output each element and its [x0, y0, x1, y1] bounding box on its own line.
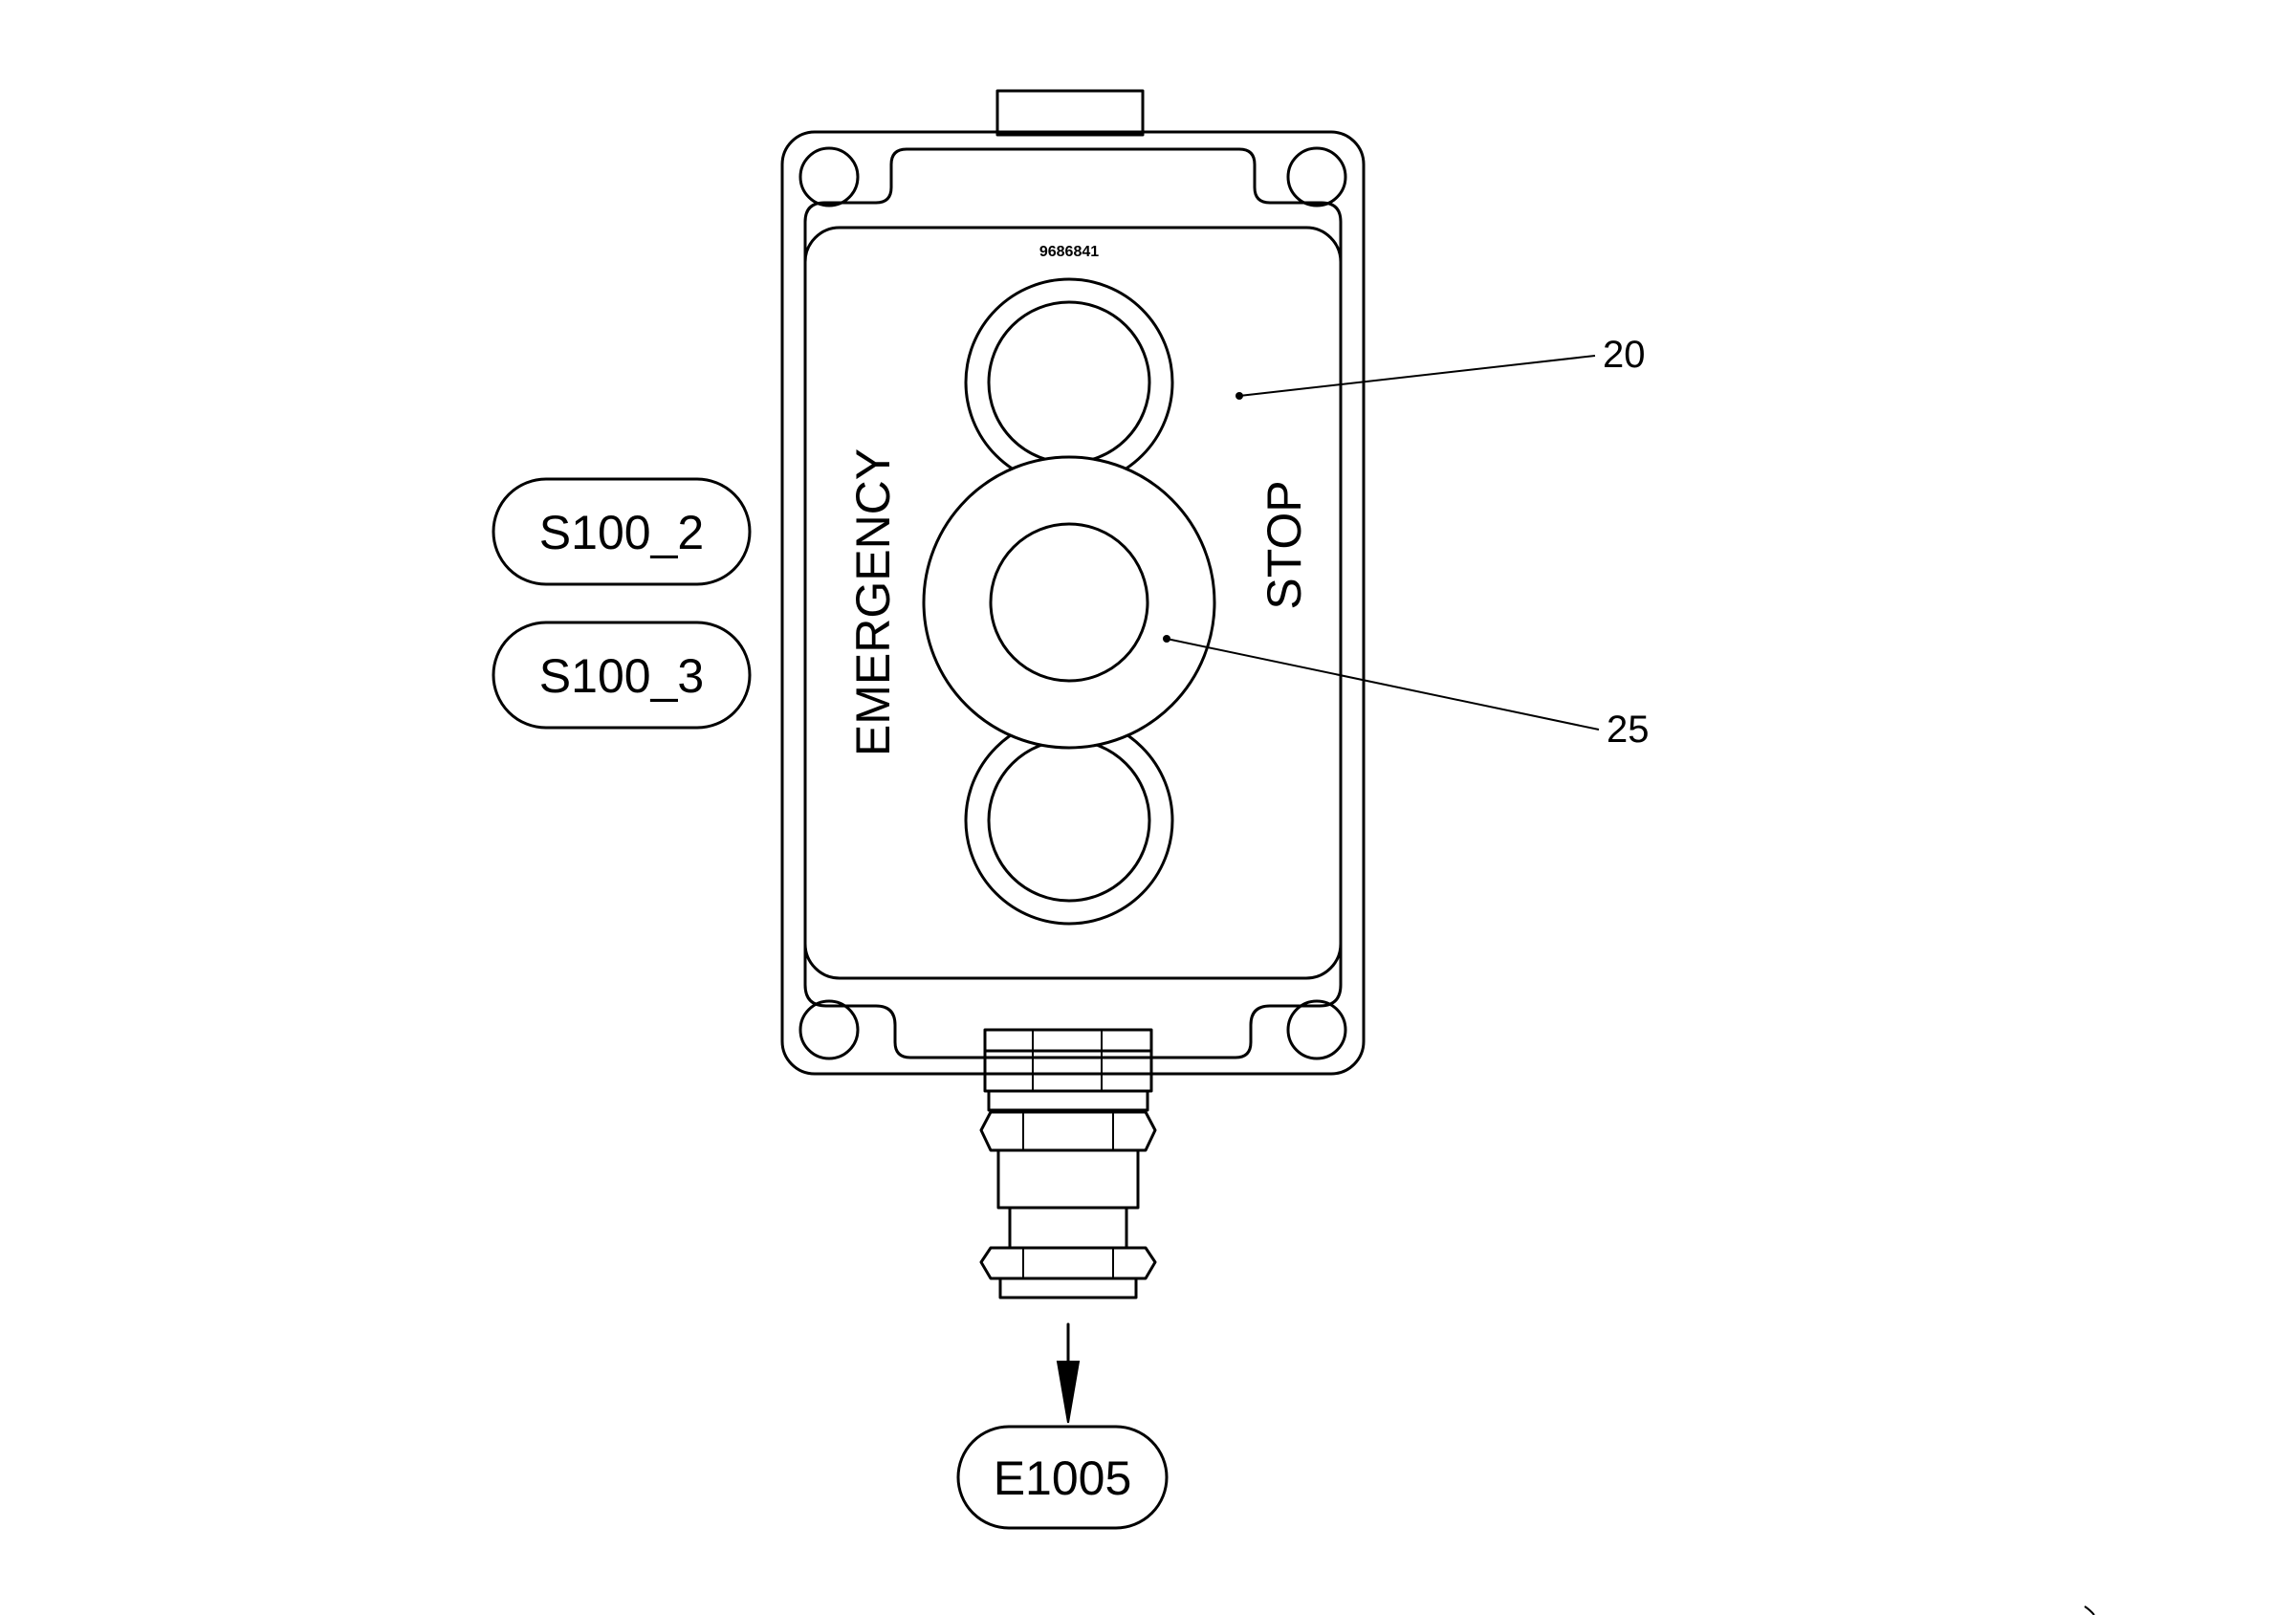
- wire-tag-s100-2-label: S100_2: [539, 506, 704, 559]
- top-button-ring: [964, 277, 1174, 488]
- cable-destination-tag: [956, 1425, 1169, 1530]
- part-number: 9686841: [1039, 244, 1099, 260]
- gland-neck: [1008, 1206, 1128, 1250]
- top-connector-tab: [995, 89, 1145, 137]
- gland-base-plate: [983, 1028, 1153, 1053]
- corner-mark: [2084, 1605, 2095, 1615]
- mounting-hole-top-left: [798, 146, 860, 207]
- wire-tag-s100-2: [492, 477, 752, 586]
- top-button-face: [987, 300, 1151, 465]
- callout-20: 20: [1603, 334, 1646, 376]
- gland-hex-nut-lower: [979, 1246, 1157, 1280]
- callout-25: 25: [1607, 709, 1650, 751]
- leader-line-20: [1238, 355, 1596, 397]
- gland-thread-ring: [987, 1089, 1149, 1112]
- stop-label: STOP: [1257, 480, 1311, 609]
- cable-arrow-head: [1056, 1361, 1081, 1424]
- emergency-label: EMERGENCY: [846, 448, 900, 756]
- mounting-hole-top-right: [1286, 146, 1347, 207]
- mounting-hole-bottom-left: [798, 999, 860, 1060]
- cable-destination-label: E1005: [994, 1451, 1132, 1505]
- emergency-button-ring: [922, 455, 1216, 750]
- label-plate: [803, 226, 1343, 980]
- emergency-button-face: [989, 522, 1149, 683]
- housing-outer: [780, 130, 1366, 1076]
- leader-line-25: [1166, 638, 1600, 731]
- wire-tag-s100-3-label: S100_3: [539, 649, 704, 703]
- housing-lid-outline: [803, 147, 1343, 1059]
- gland-hex-nut-upper: [979, 1110, 1157, 1152]
- cable-gland: [979, 1028, 1157, 1299]
- wire-tag-s100-3: [492, 621, 752, 730]
- mounting-hole-bottom-right: [1286, 999, 1347, 1060]
- bottom-button-face: [987, 738, 1151, 903]
- gland-cap: [998, 1277, 1138, 1299]
- gland-body: [996, 1148, 1140, 1210]
